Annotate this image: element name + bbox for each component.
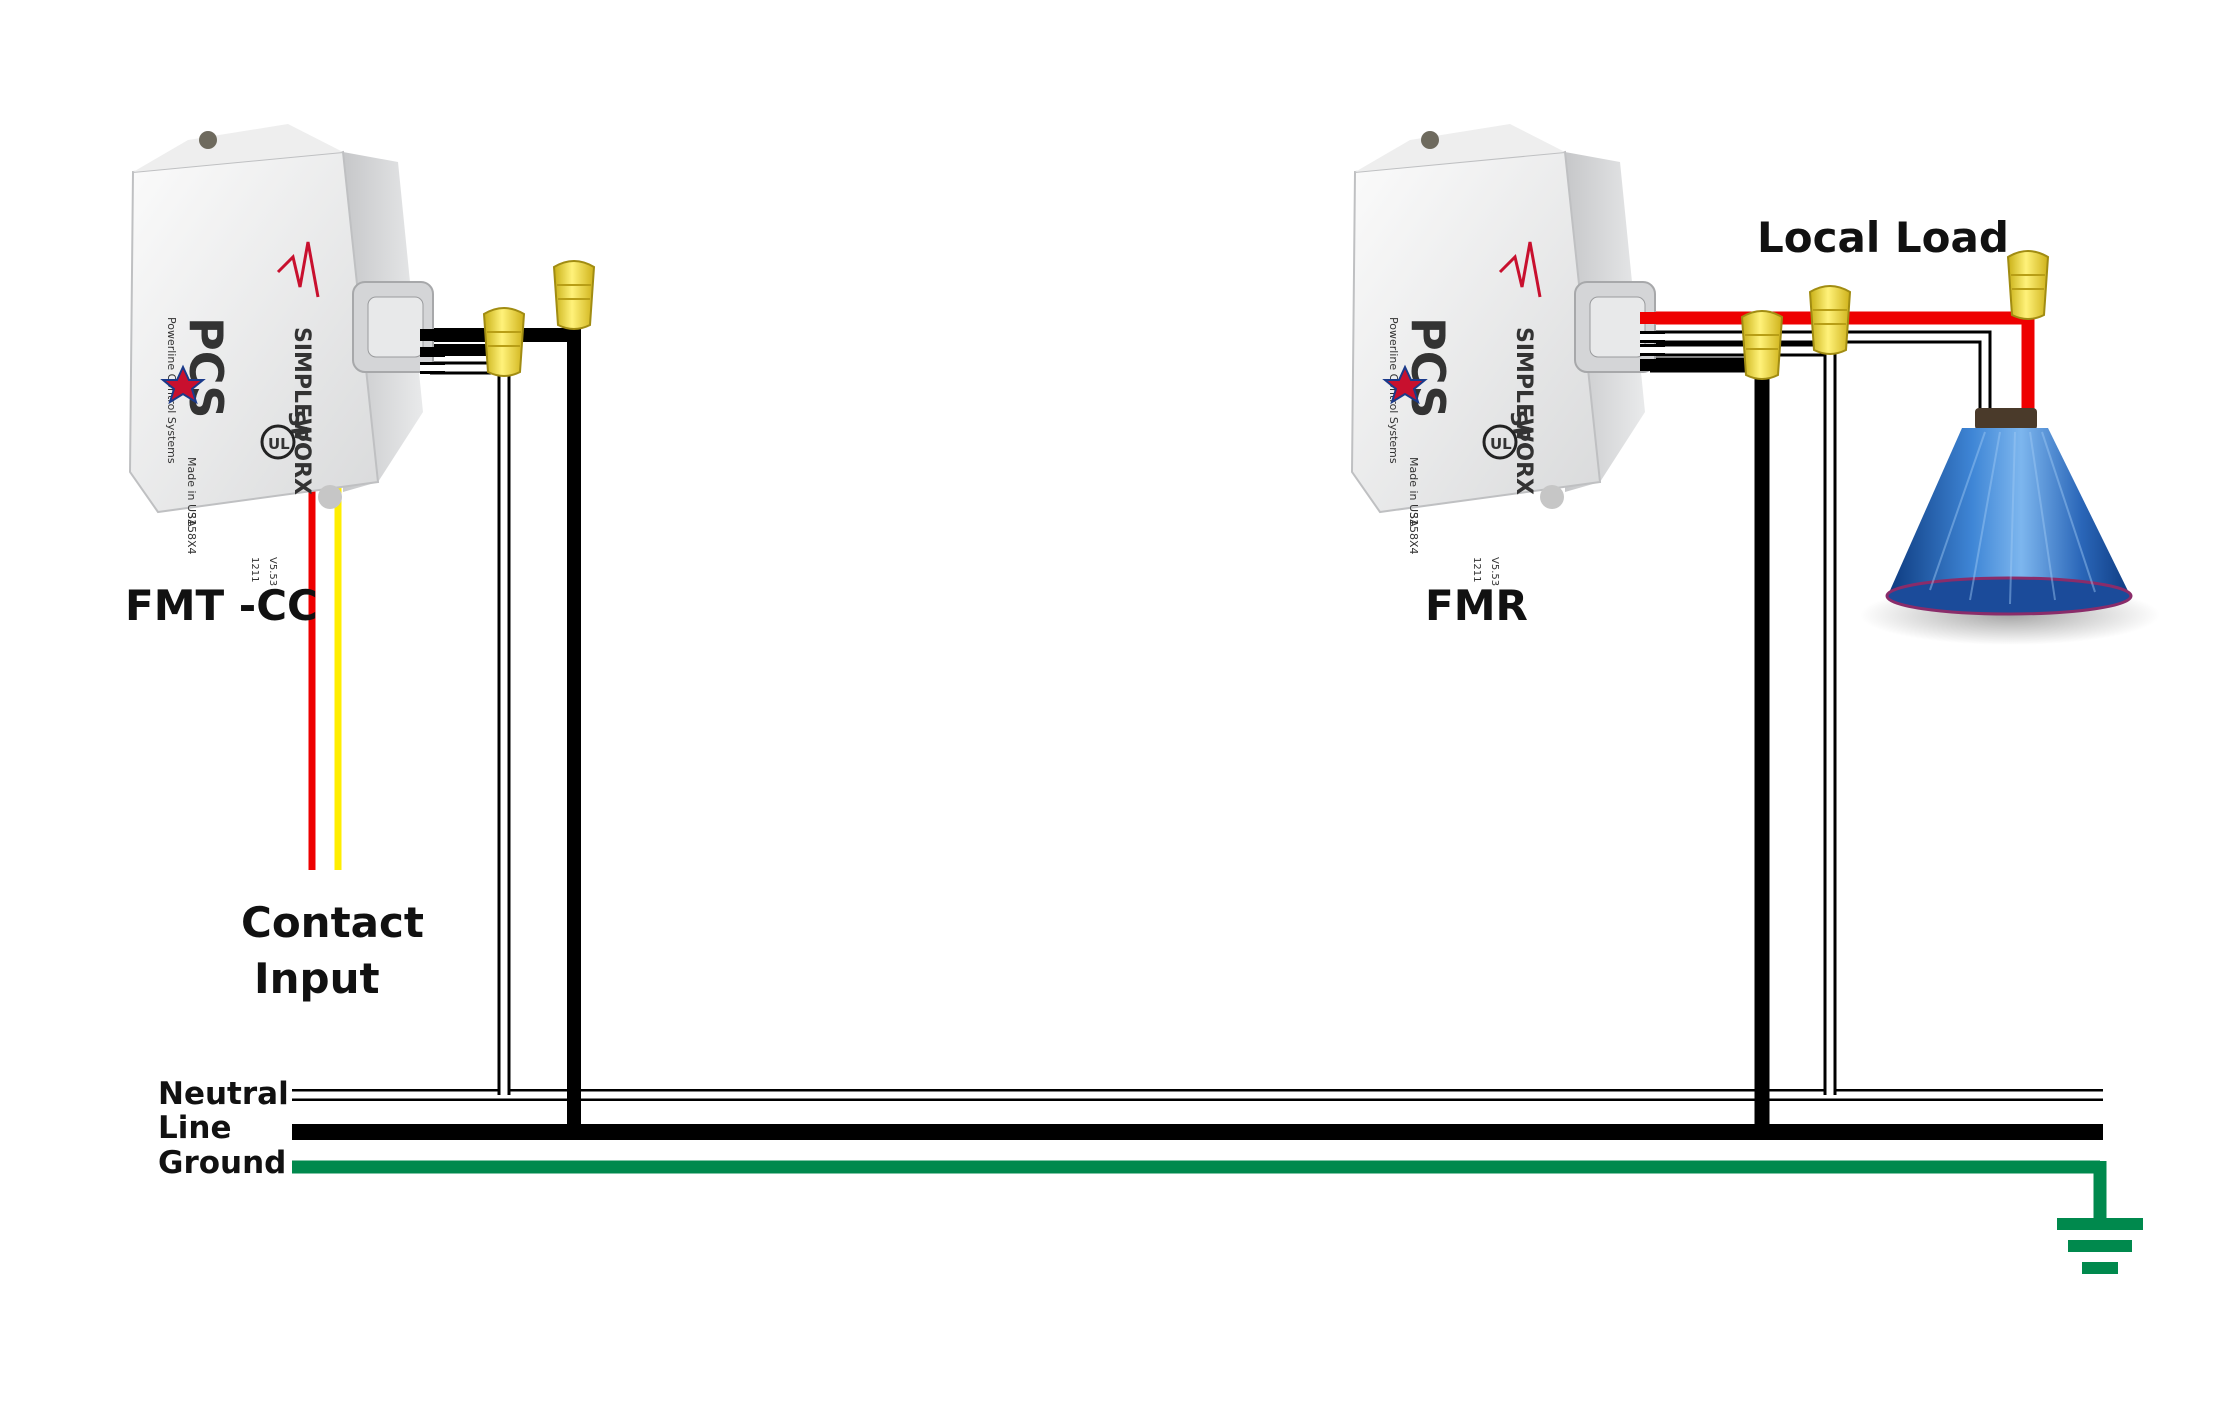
us-flag-star-icon xyxy=(1382,364,1428,405)
ul-listing-icon: UL xyxy=(1482,424,1518,460)
contact-input-label-line1: Contact xyxy=(241,898,424,947)
us-flag-star-icon xyxy=(160,364,206,405)
simplyworx-logo-mark xyxy=(276,241,320,298)
tagline-text: Powerline Control Systems xyxy=(1387,317,1400,464)
bus-label-ground: Ground xyxy=(158,1145,286,1181)
made-in-usa-text: Made in USA xyxy=(1407,457,1420,527)
svg-text:UL: UL xyxy=(1490,435,1512,453)
transmitter-device: PCS Powerline Control Systems SIMPLEWORX… xyxy=(128,124,434,586)
simplyworx-text: SIMPLEWORX xyxy=(289,327,314,495)
receiver-fitting-wires xyxy=(1640,312,1665,371)
wire-nut-icon xyxy=(2006,250,2050,320)
wire-nut-icon xyxy=(482,307,526,377)
version-text: V5.53 xyxy=(267,557,278,586)
local-load-label: Local Load xyxy=(1757,213,2009,262)
bus-label-neutral: Neutral xyxy=(158,1076,289,1112)
simplyworx-text: SIMPLEWORX xyxy=(1511,327,1536,495)
receiver-label: FMR xyxy=(1425,581,1528,630)
date-code-text: 1211 xyxy=(1471,557,1482,582)
transmitter-line-wire xyxy=(430,328,581,1132)
device-label-text: PCS Powerline Control Systems SIMPLEWORX… xyxy=(165,317,314,586)
part-number-text: 3158X4 xyxy=(1407,512,1420,555)
ground-bus xyxy=(292,1160,2107,1222)
part-number-text: 3158X4 xyxy=(185,512,198,555)
tagline-text: Powerline Control Systems xyxy=(165,317,178,464)
svg-text:UL: UL xyxy=(268,435,290,453)
brand-text: PCS xyxy=(179,317,233,418)
made-in-usa-text: Made in USA xyxy=(185,457,198,527)
receiver-device: PCS Powerline Control Systems SIMPLEWORX… xyxy=(1350,124,1656,586)
wire-nut-icon xyxy=(1808,285,1852,355)
bus-label-line: Line xyxy=(158,1110,231,1146)
contact-input-label-line2: Input xyxy=(254,954,380,1003)
contact-input-wires xyxy=(308,480,342,870)
ul-listing-icon: UL xyxy=(260,424,296,460)
ground-symbol-icon xyxy=(2057,1218,2143,1274)
transmitter-fitting-wires xyxy=(420,329,445,374)
brand-text: PCS xyxy=(1401,317,1455,418)
simplyworx-logo-mark xyxy=(1498,241,1542,298)
receiver-neutral-wire xyxy=(1650,343,1837,1095)
wire-nut-icon xyxy=(552,260,596,330)
receiver-line-wire xyxy=(1650,357,1770,1132)
date-code-text: 1211 xyxy=(249,557,260,582)
version-text: V5.53 xyxy=(1489,557,1500,586)
transmitter-neutral-wire xyxy=(430,361,511,1095)
wire-nut-icon xyxy=(1740,310,1784,380)
transmitter-label: FMT -CC xyxy=(125,581,318,630)
device-label-text: PCS Powerline Control Systems SIMPLEWORX… xyxy=(1387,317,1536,586)
lamp-icon xyxy=(1860,408,2160,645)
